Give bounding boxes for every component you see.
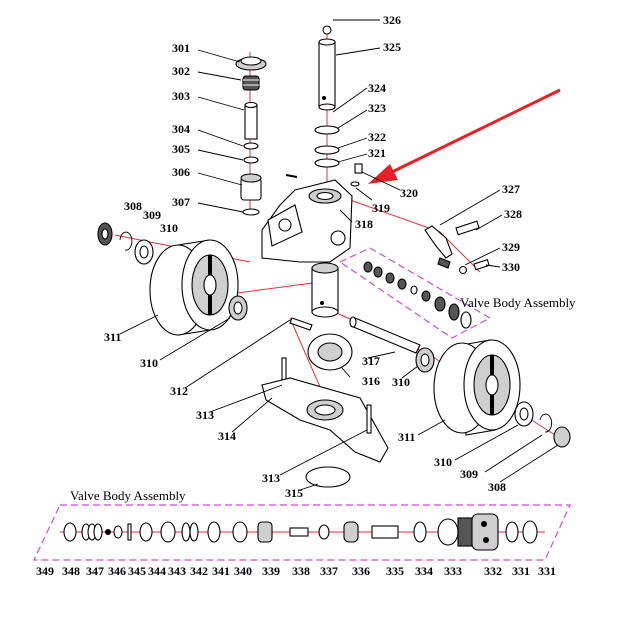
callout-348: 348 [62, 564, 80, 578]
callout-328: 328 [504, 207, 522, 221]
callout-315: 315 [285, 486, 303, 500]
upper-assembly-label: Valve Body Assembly [460, 295, 576, 310]
callout-331-right: 331 [538, 564, 556, 578]
leader-lines [119, 19, 559, 491]
lower-valve-assembly-boundary [33, 504, 571, 561]
upper-valve-assembly-boundary [338, 247, 492, 339]
lower-assembly-label: Valve Body Assembly [70, 488, 186, 503]
callout-310-left-bottom: 310 [140, 356, 158, 370]
frame-parts [261, 316, 421, 488]
right-wheel-group [415, 339, 571, 448]
callout-307: 307 [172, 195, 190, 209]
callout-323: 323 [368, 101, 386, 115]
callout-331-left: 331 [512, 564, 530, 578]
callout-316: 316 [362, 374, 380, 388]
callout-324: 324 [368, 81, 386, 95]
callout-311-right: 311 [398, 430, 415, 444]
red-pointer-arrow [368, 88, 561, 184]
callout-301: 301 [172, 41, 190, 55]
callout-342: 342 [190, 564, 208, 578]
callout-343: 343 [168, 564, 186, 578]
callout-302: 302 [172, 64, 190, 78]
callout-347: 347 [86, 564, 104, 578]
callout-310-left-top: 310 [160, 221, 178, 235]
callout-310-right-top: 310 [392, 375, 410, 389]
callout-313-bottom: 313 [262, 471, 280, 485]
callout-335: 335 [386, 564, 404, 578]
callout-344: 344 [148, 564, 166, 578]
callout-303: 303 [172, 89, 190, 103]
upper-valve-parts [363, 261, 472, 329]
callout-332: 332 [484, 564, 502, 578]
callout-319: 319 [372, 201, 390, 215]
callout-309-right: 309 [460, 467, 478, 481]
callout-318: 318 [355, 217, 373, 231]
callout-304: 304 [172, 122, 190, 136]
callout-317: 317 [362, 354, 380, 368]
callout-345: 345 [128, 564, 146, 578]
callout-312: 312 [170, 384, 188, 398]
callout-329: 329 [502, 240, 520, 254]
callout-325: 325 [383, 40, 401, 54]
callout-314: 314 [218, 429, 236, 443]
callout-330: 330 [502, 260, 520, 274]
callout-310-right-bottom: 310 [434, 455, 452, 469]
callout-313-left: 313 [196, 408, 214, 422]
callout-320: 320 [400, 186, 418, 200]
callout-305: 305 [172, 142, 190, 156]
assembly-boundaries [33, 247, 571, 561]
left-wheel-group [97, 222, 248, 336]
callout-308-right: 308 [488, 480, 506, 494]
callout-338: 338 [292, 564, 310, 578]
callout-333: 333 [444, 564, 462, 578]
callout-308-left: 308 [124, 199, 142, 213]
lower-valve-parts [63, 513, 538, 551]
callout-309-left: 309 [143, 208, 161, 222]
axis-lines [60, 30, 556, 533]
callout-334: 334 [415, 564, 433, 578]
pump-body [261, 174, 353, 318]
pump-stack-right [314, 25, 363, 187]
callout-322: 322 [368, 130, 386, 144]
callout-326: 326 [383, 13, 401, 27]
callout-349: 349 [36, 564, 54, 578]
callout-341: 341 [212, 564, 230, 578]
callout-336: 336 [352, 564, 370, 578]
callout-321: 321 [368, 146, 386, 160]
callout-327: 327 [502, 182, 520, 196]
pump-stack-left [235, 56, 267, 216]
callout-339: 339 [262, 564, 280, 578]
callout-340: 340 [234, 564, 252, 578]
callout-306: 306 [172, 165, 190, 179]
callout-346: 346 [108, 564, 126, 578]
callout-337: 337 [320, 564, 338, 578]
callout-311-left: 311 [104, 330, 121, 344]
release-lever [424, 220, 490, 275]
